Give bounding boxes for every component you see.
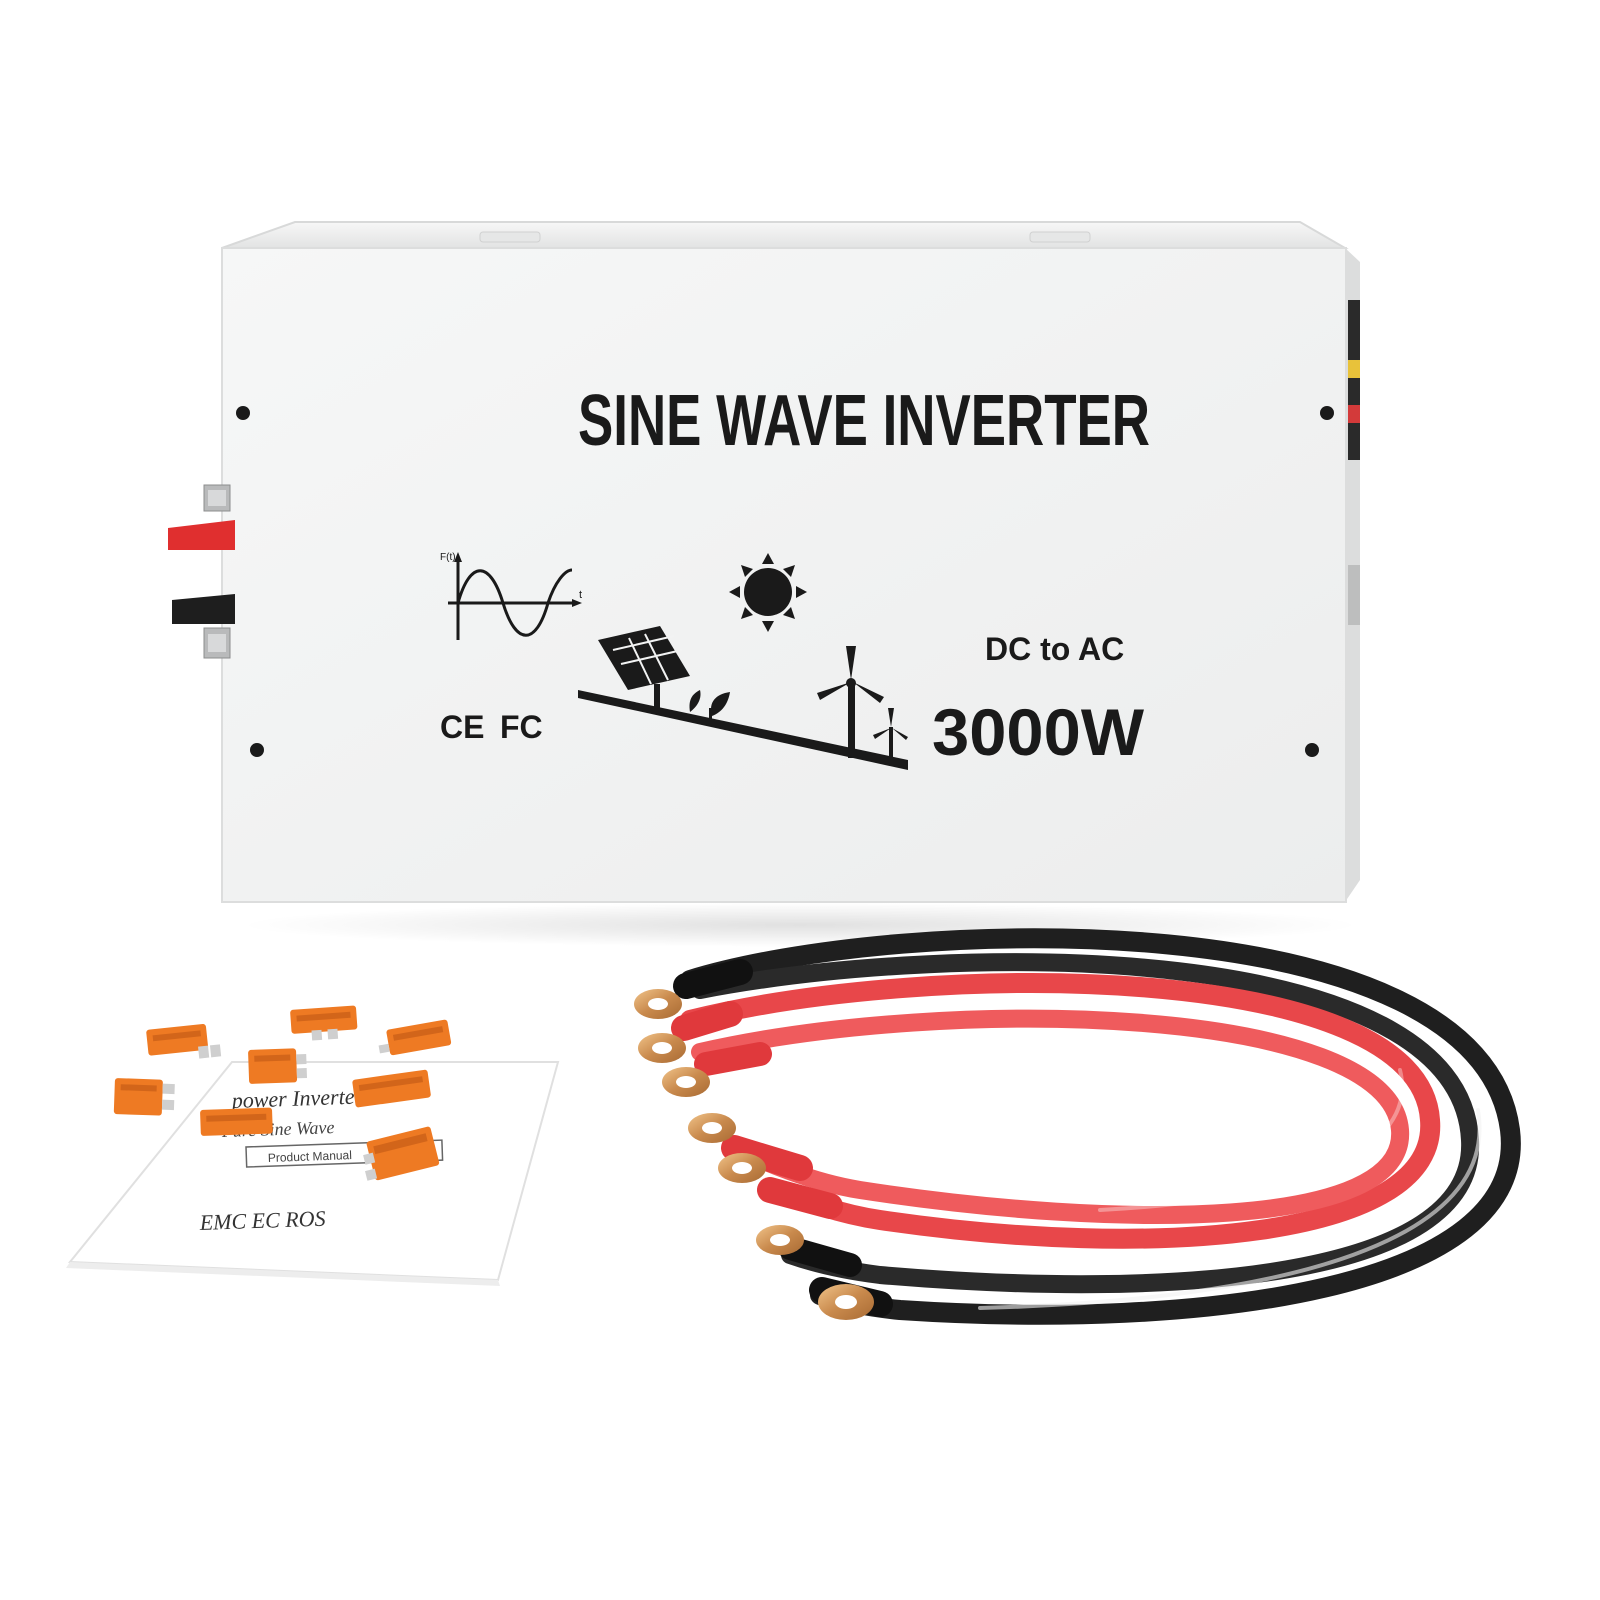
ring-lug bbox=[688, 1113, 736, 1143]
sine-wave-icon bbox=[448, 552, 582, 640]
inverter-unit: SINE WAVE INVERTER F(t) t bbox=[168, 221, 1360, 903]
wattage-label: 3000W bbox=[932, 695, 1145, 769]
battery-cables bbox=[671, 928, 1521, 1325]
solar-panel-icon bbox=[598, 626, 690, 708]
fuse-icon bbox=[146, 1024, 222, 1059]
ring-lugs bbox=[634, 989, 874, 1320]
heat-shrink bbox=[694, 1042, 772, 1076]
ring-lug bbox=[756, 1225, 804, 1255]
ring-lug bbox=[718, 1153, 766, 1183]
fuse-icon bbox=[363, 1126, 440, 1181]
sun-icon bbox=[729, 553, 807, 632]
case-top-edge bbox=[221, 221, 1349, 249]
screw bbox=[250, 743, 264, 757]
screw bbox=[1320, 406, 1334, 420]
dc-terminals bbox=[168, 484, 235, 659]
product-title: SINE WAVE INVERTER bbox=[578, 381, 1150, 461]
manual-label: Product Manual bbox=[268, 1148, 352, 1165]
ring-lug bbox=[818, 1284, 874, 1320]
fc-mark: FC bbox=[500, 709, 543, 745]
side-port-panel bbox=[1348, 300, 1360, 460]
wind-turbine-icon bbox=[817, 646, 884, 758]
dc-to-ac-label: DC to AC bbox=[985, 631, 1124, 667]
heat-shrink bbox=[721, 1135, 813, 1181]
mount-slot bbox=[479, 231, 541, 243]
side-indicator-yellow bbox=[1348, 360, 1360, 378]
ce-mark: CE bbox=[440, 709, 484, 745]
fuse-icon bbox=[113, 1078, 175, 1116]
terminal-nut bbox=[208, 490, 226, 506]
side-vent bbox=[1348, 565, 1360, 625]
fuse-icon bbox=[248, 1048, 308, 1084]
manual-label-box bbox=[245, 1139, 444, 1168]
fuse-icon bbox=[378, 1019, 452, 1056]
ground-slope bbox=[578, 690, 908, 770]
product-manual: power Inverter Pure Sine Wave Product Ma… bbox=[66, 1061, 560, 1286]
heat-shrink bbox=[671, 1001, 743, 1041]
terminal-nut bbox=[208, 634, 226, 652]
landscape-illustration bbox=[578, 626, 908, 770]
plant-icon bbox=[689, 690, 730, 722]
wave-axis-y-label: F(t) bbox=[440, 552, 456, 563]
red-cable bbox=[680, 973, 1441, 1249]
heat-shrink bbox=[778, 1236, 862, 1277]
red-cable bbox=[691, 1009, 1410, 1224]
manual-certs: EMC EC ROS bbox=[198, 1206, 326, 1235]
heat-shrink bbox=[673, 959, 753, 999]
manual-line-1: power Inverter bbox=[229, 1083, 364, 1113]
black-cable bbox=[680, 928, 1521, 1325]
screw bbox=[236, 406, 250, 420]
ring-lug bbox=[662, 1067, 710, 1097]
side-indicator-red bbox=[1348, 405, 1360, 423]
fuse-icon bbox=[200, 1107, 273, 1136]
terminal-negative-black bbox=[172, 594, 235, 624]
fuse-set bbox=[113, 1005, 452, 1181]
wave-axis-x-label: t bbox=[579, 589, 582, 601]
wind-turbine-icon bbox=[873, 708, 908, 761]
ring-lug bbox=[638, 1033, 686, 1063]
mount-slot bbox=[1029, 231, 1091, 243]
fuse-icon bbox=[352, 1069, 431, 1108]
screw bbox=[1305, 743, 1319, 757]
terminal-positive-red bbox=[168, 520, 235, 550]
fuse-icon bbox=[290, 1005, 358, 1041]
heat-shrink bbox=[757, 1177, 843, 1219]
ring-lug bbox=[634, 989, 682, 1019]
